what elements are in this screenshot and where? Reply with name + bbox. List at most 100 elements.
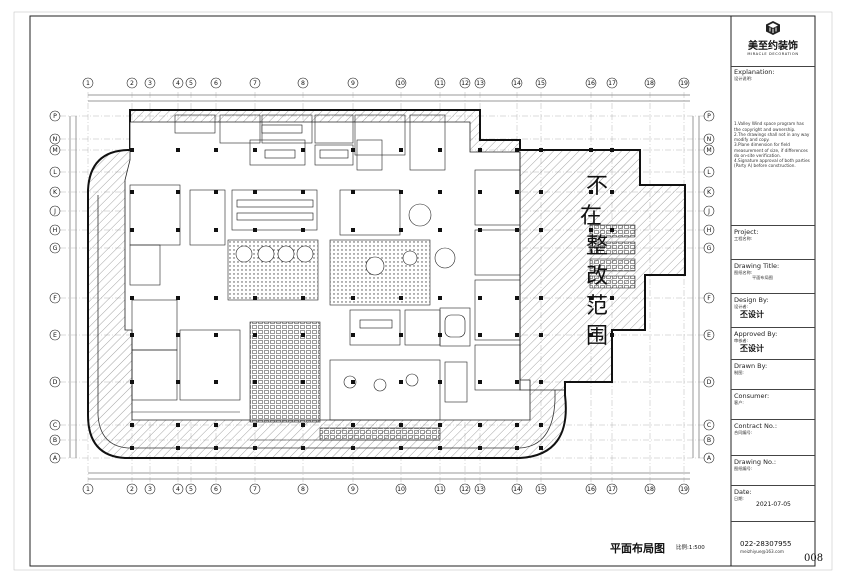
column-post (438, 380, 442, 384)
column-post (399, 380, 403, 384)
approved-by-cn-label: 审核者: (734, 338, 748, 344)
drawn-by-cn-label: 制图: (734, 370, 744, 376)
column-post (478, 228, 482, 232)
explanation-note-4: 4.Signature approval of both parties (Pa… (734, 158, 810, 169)
row-axis-label: G (707, 245, 712, 252)
row-axis-bubble: N (703, 133, 715, 145)
column-post (214, 333, 218, 337)
row-axis-bubble: G (49, 242, 61, 254)
column-post (301, 333, 305, 337)
column-axis-bubble: 15 (535, 483, 547, 495)
column-post (176, 228, 180, 232)
row-axis-bubble: B (49, 434, 61, 446)
column-post (176, 296, 180, 300)
date-label: Date: (734, 488, 752, 496)
column-post (539, 423, 543, 427)
row-axis-label: L (707, 169, 711, 176)
column-post (589, 333, 593, 337)
row-axis-bubble: N (49, 133, 61, 145)
consumer-cn-label: 客户: (734, 400, 744, 406)
column-axis-label: 18 (646, 486, 654, 493)
row-axis-bubble: M (49, 144, 61, 156)
drawn-by-section: Drawn By: 制图: (731, 360, 815, 390)
row-axis-bubble: E (49, 329, 61, 341)
column-axis-bubble: 10 (395, 483, 407, 495)
column-axis-label: 7 (253, 80, 257, 87)
column-post (214, 190, 218, 194)
column-post (214, 423, 218, 427)
column-axis-bubble: 6 (210, 77, 222, 89)
column-post (301, 446, 305, 450)
column-post (214, 148, 218, 152)
design-by-label: Design By: (734, 296, 769, 304)
row-axis-bubble: H (703, 224, 715, 236)
row-axis-bubble: K (703, 186, 715, 198)
column-post (478, 333, 482, 337)
column-axis-label: 15 (537, 80, 545, 87)
column-axis-bubbles: 1122334455667788991010111112121313141415… (82, 77, 690, 495)
column-post (515, 380, 519, 384)
column-post (399, 148, 403, 152)
company-logo-block: 美至约装饰 MIRACLE DECORATION (731, 16, 815, 67)
column-axis-bubble: 18 (644, 77, 656, 89)
row-axis-label: M (706, 147, 711, 154)
column-post (351, 190, 355, 194)
date-section: Date: 日期: 2021-07-05 (731, 486, 815, 522)
row-axis-label: H (707, 227, 712, 234)
column-post (438, 190, 442, 194)
column-post (301, 228, 305, 232)
column-post (130, 190, 134, 194)
column-axis-label: 6 (214, 80, 218, 87)
column-post (589, 296, 593, 300)
row-axis-bubble: D (703, 376, 715, 388)
row-axis-label: C (707, 422, 711, 429)
design-by-value: 丕设计 (740, 309, 764, 320)
column-post (130, 380, 134, 384)
row-axis-label: P (53, 113, 57, 120)
interior-floor (124, 121, 531, 421)
column-post (515, 148, 519, 152)
design-by-cn-label: 设计者: (734, 304, 748, 310)
column-post (176, 190, 180, 194)
contact-section: 022-28307955 meizhiyue@163.com (731, 522, 815, 566)
column-post (539, 228, 543, 232)
column-axis-bubble: 5 (185, 77, 197, 89)
column-post (610, 228, 614, 232)
column-post (176, 380, 180, 384)
column-axis-label: 4 (176, 486, 180, 493)
column-post (399, 228, 403, 232)
column-post (515, 228, 519, 232)
auditorium (249, 321, 321, 423)
column-axis-bubble: 18 (644, 483, 656, 495)
approved-by-section: Approved By: 审核者: 丕设计 (731, 328, 815, 360)
column-axis-bubble: 14 (511, 77, 523, 89)
column-axis-bubble: 11 (434, 483, 446, 495)
row-axis-bubble: M (703, 144, 715, 156)
column-axis-bubble: 1 (82, 77, 94, 89)
column-axis-label: 15 (537, 486, 545, 493)
explanation-note-2: 2.The drawings shall not in any way modi… (734, 131, 810, 143)
row-axis-label: D (53, 379, 58, 386)
consumer-label: Consumer: (734, 392, 770, 400)
column-post (176, 423, 180, 427)
column-axis-label: 11 (436, 80, 444, 87)
column-axis-bubble: 3 (144, 77, 156, 89)
column-post (253, 296, 257, 300)
column-axis-bubble: 2 (126, 483, 138, 495)
drawn-by-label: Drawn By: (734, 362, 768, 370)
column-axis-label: 16 (587, 486, 595, 493)
column-axis-bubble: 15 (535, 77, 547, 89)
column-axis-label: 14 (513, 486, 521, 493)
column-axis-label: 14 (513, 80, 521, 87)
column-post (253, 380, 257, 384)
date-value: 2021-07-05 (756, 501, 791, 509)
column-post (176, 148, 180, 152)
column-axis-label: 6 (214, 486, 218, 493)
column-post (399, 423, 403, 427)
column-post (438, 296, 442, 300)
column-axis-bubble: 3 (144, 483, 156, 495)
column-post (130, 333, 134, 337)
plan-title: 平面布局图 (610, 542, 665, 555)
column-axis-bubble: 8 (297, 483, 309, 495)
